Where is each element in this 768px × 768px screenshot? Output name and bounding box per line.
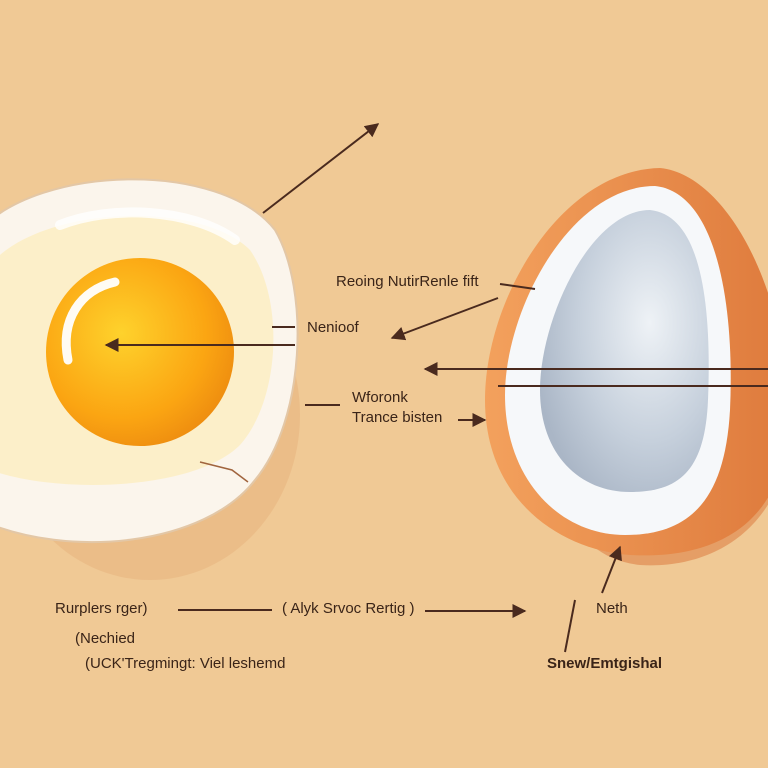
yolk-highlight	[61, 277, 120, 365]
halved-egg	[485, 168, 768, 566]
shell-cavity	[540, 210, 709, 492]
snew-line	[564, 599, 576, 653]
label-wforonk: Wforonk	[352, 389, 408, 406]
label-snew: Snew/Emtgishal	[547, 655, 663, 672]
label-reoing: Reoing NutirRenle fift	[336, 273, 479, 290]
label-trance: Trance bisten	[352, 409, 443, 426]
yolk	[46, 258, 234, 446]
top-arrow	[262, 123, 380, 214]
pointer-lines	[104, 123, 768, 653]
neth-arrow	[601, 545, 622, 594]
reoing-arrow	[390, 297, 499, 341]
label-nenioof: Nenioof	[307, 319, 359, 336]
label-neth: Neth	[596, 600, 628, 617]
label-nechied: (Nechied	[75, 630, 136, 647]
white-highlight	[55, 207, 240, 245]
label-uck: (UCK'Tregmingt: Viel leshemd	[85, 655, 286, 672]
label-alyk: ( Alyk Srvoc Rertig )	[282, 600, 415, 617]
cracked-egg	[0, 178, 300, 580]
label-rurplers: Rurplers rger)	[55, 600, 148, 617]
crack-line	[199, 461, 249, 483]
reoing-tick	[499, 283, 536, 290]
